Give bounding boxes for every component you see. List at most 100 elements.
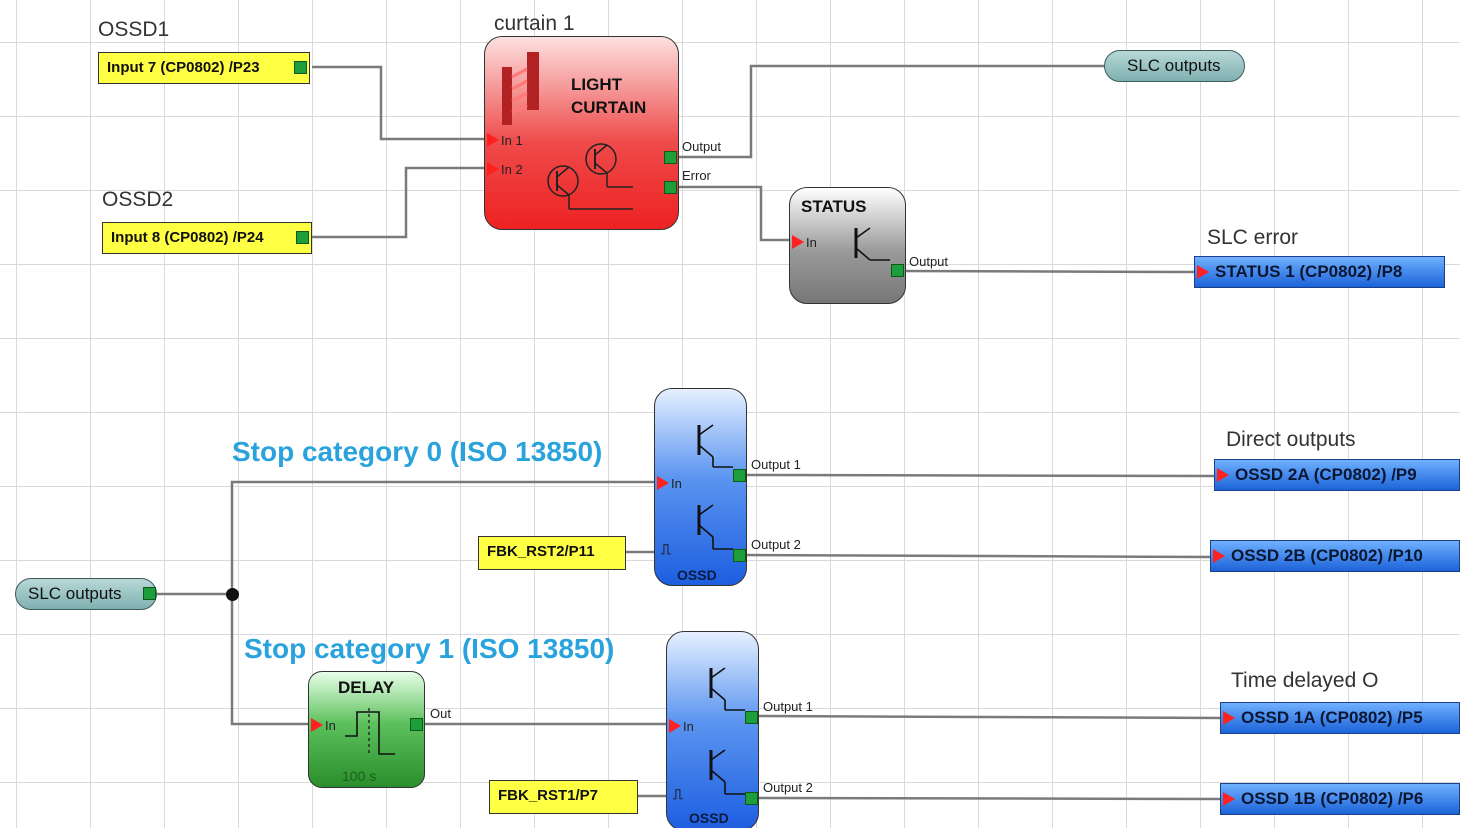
ossd-upper-in-label: In xyxy=(671,476,682,491)
ossd-lower-in-arrow-icon xyxy=(669,719,681,733)
ossd-upper-block[interactable]: In ⎍ OSSD xyxy=(654,388,747,586)
delay-title: DELAY xyxy=(338,678,395,697)
ossd-2a-arrow-icon xyxy=(1217,468,1229,482)
delay-in-arrow-icon xyxy=(311,718,323,732)
ossd-2b-label: OSSD 2B (CP0802) /P10 xyxy=(1231,546,1423,565)
in-2-arrow-icon xyxy=(487,162,499,176)
light-curtain-in1-label: In 1 xyxy=(501,133,523,148)
slc-outputs-source-label: SLC outputs xyxy=(28,584,122,603)
ossd-upper-output2-pin[interactable] xyxy=(733,549,746,562)
ossd-lower-block[interactable]: In ⎍ OSSD xyxy=(666,631,759,828)
status-output-pin[interactable] xyxy=(891,264,904,277)
ossd-1a-arrow-icon xyxy=(1223,711,1235,725)
ossd-1b-label: OSSD 1B (CP0802) /P6 xyxy=(1241,789,1424,808)
status-in-label: In xyxy=(806,235,817,250)
wire-ossd1b xyxy=(755,796,1223,801)
ossd-upper-pulse-icon: ⎍ xyxy=(661,541,671,557)
time-delayed-label: Time delayed O xyxy=(1231,669,1379,692)
slc-outputs-source-pin[interactable] xyxy=(143,587,156,600)
ossd-lower-label: OSSD xyxy=(689,810,729,826)
ossd-upper-transistor-1-icon xyxy=(697,424,733,468)
ossd-lower-transistor-1-icon xyxy=(709,667,745,711)
junction-dot xyxy=(226,588,239,601)
ossd-lower-output2-pin[interactable] xyxy=(745,792,758,805)
wire-junction-ossd-upper xyxy=(230,480,656,594)
ossd-upper-in-arrow-icon xyxy=(657,476,669,490)
ossd-2a-output[interactable]: OSSD 2A (CP0802) /P9 xyxy=(1214,459,1460,491)
status-block[interactable]: STATUS In xyxy=(789,187,906,304)
ossd-upper-label: OSSD xyxy=(677,567,717,583)
ossd-upper-output1-pin[interactable] xyxy=(733,469,746,482)
light-curtain-error-label: Error xyxy=(682,168,711,183)
stop-category-1-label: Stop category 1 (ISO 13850) xyxy=(244,633,615,664)
ossd-upper-output1-label: Output 1 xyxy=(751,457,801,472)
status-1-arrow-icon xyxy=(1197,265,1209,279)
transistor-pair-icon xyxy=(547,143,633,210)
ossd-lower-output1-pin[interactable] xyxy=(745,711,758,724)
light-curtain-block[interactable]: LIGHT CURTAIN In 1 In 2 xyxy=(484,36,679,230)
ossd2-label: OSSD2 xyxy=(102,188,174,211)
light-curtain-output-pin[interactable] xyxy=(664,151,677,164)
delay-timer-icon xyxy=(345,708,395,756)
status-in-arrow-icon xyxy=(792,235,804,249)
light-curtain-title-1: LIGHT xyxy=(571,75,622,94)
ossd-1b-arrow-icon xyxy=(1223,792,1235,806)
fbk-rst2-block[interactable]: FBK_RST2/P11 xyxy=(478,536,626,570)
ossd-upper-output2-label: Output 2 xyxy=(751,537,801,552)
delay-in-label: In xyxy=(325,718,336,733)
ossd-1a-output[interactable]: OSSD 1A (CP0802) /P5 xyxy=(1220,702,1460,734)
input-8-block[interactable]: Input 8 (CP0802) /P24 xyxy=(102,222,312,254)
input-7-block[interactable]: Input 7 (CP0802) /P23 xyxy=(98,52,310,84)
fbk-rst2-label: FBK_RST2/P11 xyxy=(487,543,595,560)
slc-outputs-source[interactable]: SLC outputs xyxy=(15,578,157,610)
slc-outputs-sink-label: SLC outputs xyxy=(1127,56,1221,75)
ossd-2a-label: OSSD 2A (CP0802) /P9 xyxy=(1235,465,1417,484)
light-curtain-icon xyxy=(502,52,539,125)
wire-ossd2b xyxy=(743,553,1213,559)
delay-out-label: Out xyxy=(430,706,451,721)
ossd-lower-pulse-icon: ⎍ xyxy=(673,786,683,802)
light-curtain-title-2: CURTAIN xyxy=(571,98,647,117)
direct-outputs-label: Direct outputs xyxy=(1226,428,1356,451)
delay-block[interactable]: DELAY In 100 s xyxy=(308,671,425,788)
wire-error-status xyxy=(676,185,791,242)
ossd-lower-in-label: In xyxy=(683,719,694,734)
delay-out-pin[interactable] xyxy=(410,718,423,731)
input-7-label: Input 7 (CP0802) /P23 xyxy=(107,59,260,76)
wire-input7-in1 xyxy=(312,65,486,141)
status-1-label: STATUS 1 (CP0802) /P8 xyxy=(1215,262,1403,281)
status-output-label: Output xyxy=(909,254,949,269)
input-8-pin[interactable] xyxy=(296,231,309,244)
ossd-upper-transistor-2-icon xyxy=(697,504,733,550)
wire-input8-in2 xyxy=(312,166,486,239)
ossd-lower-transistor-2-icon xyxy=(709,749,745,795)
input-8-label: Input 8 (CP0802) /P24 xyxy=(111,229,264,246)
wire-output-slc xyxy=(676,64,1106,159)
ossd-1a-label: OSSD 1A (CP0802) /P5 xyxy=(1241,708,1423,727)
ossd-lower-output1-label: Output 1 xyxy=(763,699,813,714)
light-curtain-in2-label: In 2 xyxy=(501,162,523,177)
light-curtain-error-pin[interactable] xyxy=(664,181,677,194)
wire-junction-delay xyxy=(230,594,310,726)
ossd-2b-arrow-icon xyxy=(1213,549,1225,563)
in-1-arrow-icon xyxy=(487,133,499,147)
wire-status-output xyxy=(902,269,1197,274)
curtain-label: curtain 1 xyxy=(494,12,575,35)
ossd-2b-output[interactable]: OSSD 2B (CP0802) /P10 xyxy=(1210,540,1460,572)
delay-value: 100 s xyxy=(342,768,377,784)
input-7-pin[interactable] xyxy=(294,61,307,74)
fbk-rst1-block[interactable]: FBK_RST1/P7 xyxy=(489,780,638,814)
slc-outputs-sink[interactable]: SLC outputs xyxy=(1104,50,1245,82)
status-transistor-icon xyxy=(854,227,890,261)
ossd-1b-output[interactable]: OSSD 1B (CP0802) /P6 xyxy=(1220,783,1460,815)
status-1-output[interactable]: STATUS 1 (CP0802) /P8 xyxy=(1194,256,1445,288)
status-title: STATUS xyxy=(801,197,867,216)
stop-category-0-label: Stop category 0 (ISO 13850) xyxy=(232,436,603,467)
wire-ossd2a xyxy=(743,473,1217,478)
light-curtain-output-label: Output xyxy=(682,139,722,154)
ossd-lower-output2-label: Output 2 xyxy=(763,780,813,795)
wire-ossd1a xyxy=(755,714,1223,720)
fbk-rst1-label: FBK_RST1/P7 xyxy=(498,787,599,804)
